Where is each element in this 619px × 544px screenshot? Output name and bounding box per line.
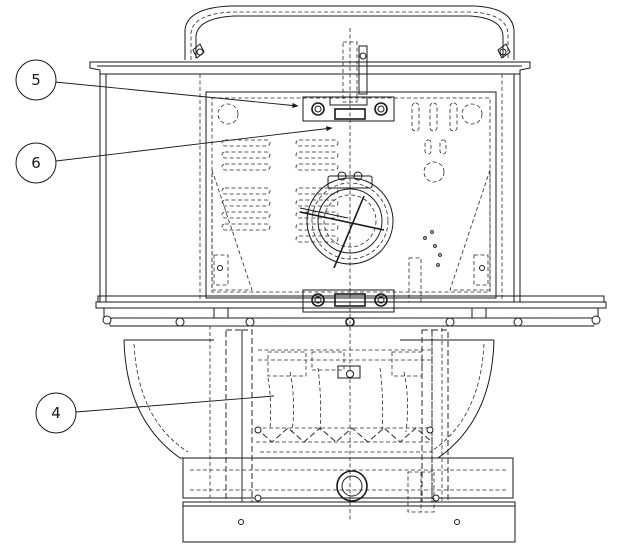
motor-hub — [299, 171, 394, 269]
base-plate — [182, 501, 516, 543]
callout-4-label: 4 — [51, 404, 61, 422]
lower-shell — [123, 339, 514, 499]
callout-5-label: 5 — [31, 71, 41, 89]
callout-6: 6 — [15, 126, 333, 184]
callout-4: 4 — [35, 392, 275, 434]
callout-5: 5 — [15, 59, 299, 108]
callout-6-label: 6 — [31, 154, 41, 172]
internal-frame — [209, 325, 449, 503]
motor-housing — [199, 74, 503, 303]
main-flange — [95, 295, 607, 327]
top-cap — [184, 5, 515, 60]
top-rod — [342, 28, 368, 520]
top-bearing-bracket — [302, 96, 395, 122]
bottom-outlet — [336, 470, 435, 513]
wind-band — [89, 61, 531, 302]
